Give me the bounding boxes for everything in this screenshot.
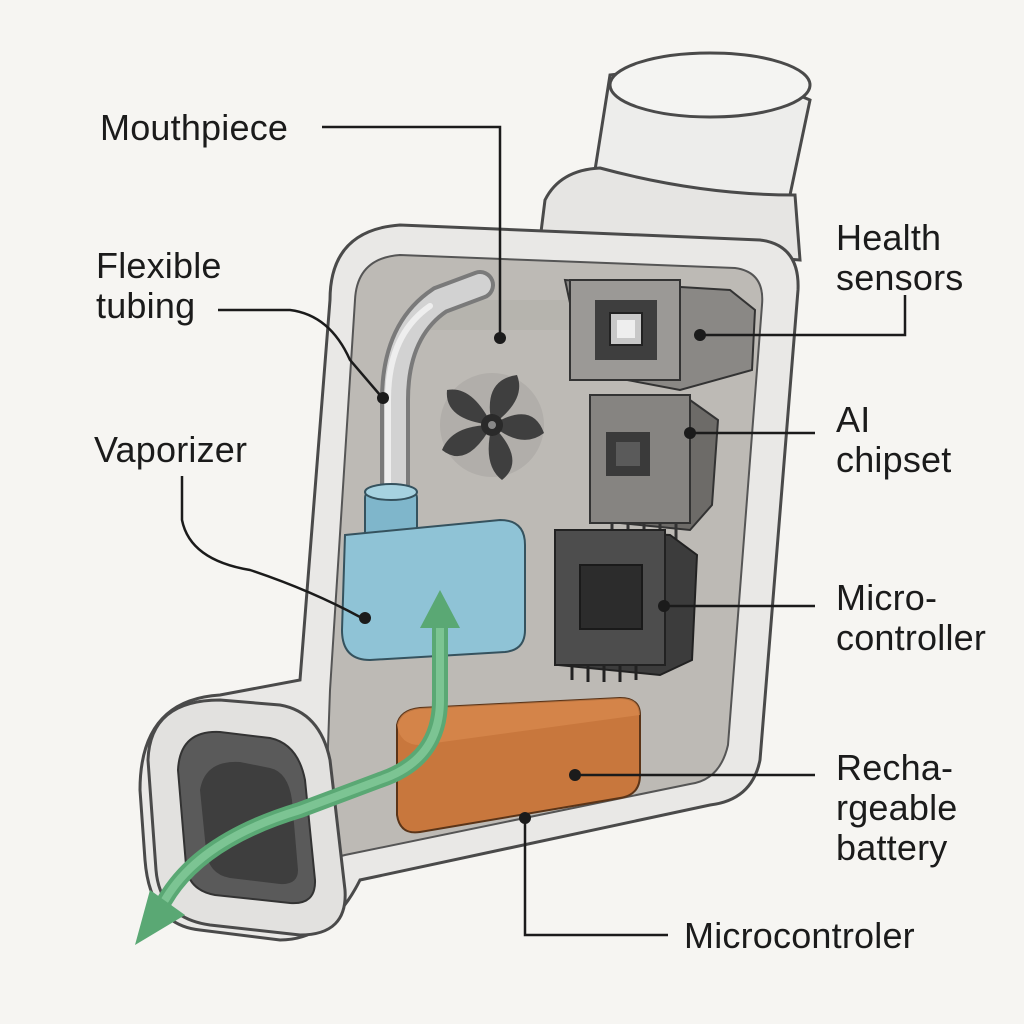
label-ai-chipset: AI chipset: [836, 399, 952, 480]
label-vaporizer: Vaporizer: [94, 429, 248, 470]
top-cap: [538, 51, 812, 262]
battery-component: [396, 696, 641, 834]
health-sensors-component: [563, 278, 757, 392]
fan-icon: [440, 373, 544, 480]
label-micro-controller: Micro- controller: [836, 577, 987, 658]
label-mouthpiece: Mouthpiece: [100, 107, 289, 148]
label-flexible-tubing: Flexible tubing: [96, 245, 222, 326]
vaporizer-component: [340, 483, 526, 662]
label-rechargeable-battery: Recha- rgeable battery: [836, 747, 958, 868]
label-microcontroler: Microcontroler: [684, 915, 915, 956]
bottom-opening: [146, 698, 347, 937]
label-health-sensors: Health sensors: [836, 217, 964, 298]
micro-controller-component: [553, 528, 699, 682]
leader-lines: [180, 125, 907, 937]
ai-chipset-component: [589, 393, 720, 543]
airflow-arrow-icon: [135, 590, 460, 945]
